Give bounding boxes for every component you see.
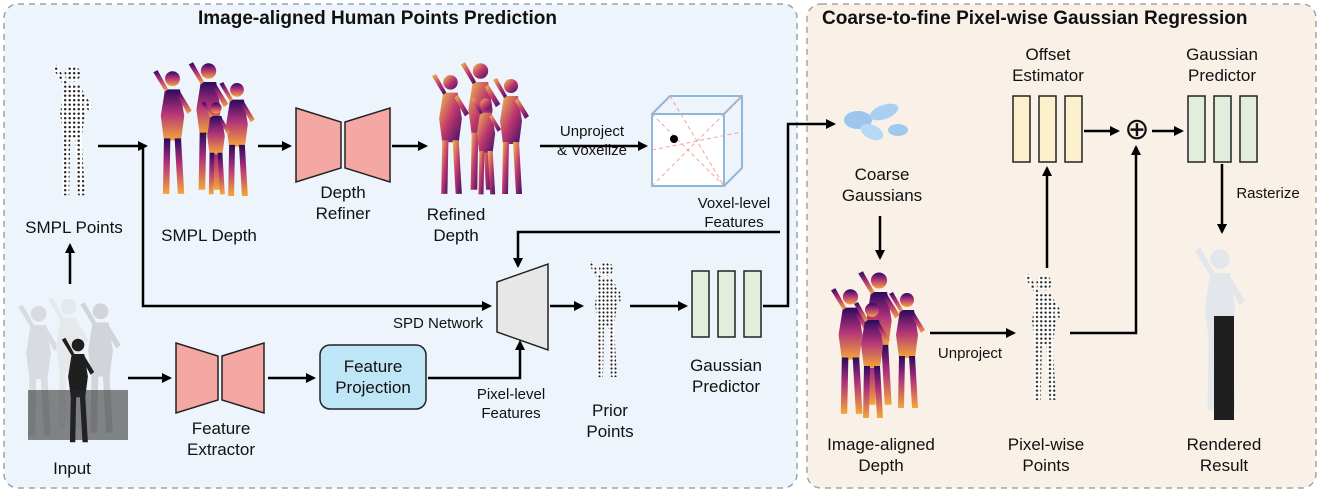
- plus-operator: ⊕: [1124, 113, 1150, 146]
- offset-estimator-label: Offset Estimator: [1012, 45, 1084, 85]
- image-aligned-depth-label: Image-aligned Depth: [827, 435, 935, 475]
- smpl-depth-label: SMPL Depth: [161, 226, 257, 245]
- rendered-result-figure: [1194, 247, 1246, 420]
- spd-network-block: [496, 262, 549, 352]
- unproject-voxelize-label: Unproject & Voxelize: [556, 123, 628, 159]
- gaussian-predictor-right-block: [1187, 95, 1258, 163]
- depth-refiner-block: [295, 106, 391, 184]
- left-section-title: Image-aligned Human Points Prediction: [198, 8, 557, 29]
- input-figures: [18, 297, 128, 443]
- voxel-cube: [651, 95, 743, 187]
- connectors: [65, 119, 1227, 383]
- pixel-features-label: Pixel-level Features: [476, 386, 546, 422]
- feature-projection-box: [319, 344, 427, 410]
- spd-network-label: SPD Network: [392, 315, 484, 332]
- gaussian-predictor-right-label: Gaussian Predictor: [1186, 45, 1258, 85]
- gaussian-predictor-left-label: Gaussian Predictor: [690, 356, 762, 396]
- feature-projection-label: Feature Projection: [335, 357, 411, 397]
- depth-refiner-label: Depth Refiner: [315, 183, 371, 223]
- unproject-label: Unproject: [937, 345, 1003, 362]
- voxel-features-label: Voxel-level Features: [697, 195, 771, 231]
- smpl-points-label: SMPL Points: [25, 218, 123, 237]
- refined-depth-label: Refined Depth: [426, 205, 486, 245]
- right-section-title: Coarse-to-fine Pixel-wise Gaussian Regre…: [822, 8, 1248, 29]
- feature-extractor-label: Feature Extractor: [186, 419, 256, 459]
- feature-extractor-block: [175, 341, 265, 415]
- coarse-gaussians-label: Coarse Gaussians: [841, 165, 923, 205]
- offset-estimator-block: [1012, 95, 1083, 163]
- gaussian-predictor-left-block: [691, 270, 762, 338]
- prior-points-label: Prior Points: [586, 401, 634, 441]
- pixel-wise-points-label: Pixel-wise Points: [1007, 435, 1085, 475]
- rendered-result-label: Rendered Result: [1186, 435, 1262, 475]
- input-label: Input: [53, 459, 91, 478]
- rasterize-label: Rasterize: [1236, 185, 1300, 202]
- coarse-gaussians-blob: [844, 103, 908, 141]
